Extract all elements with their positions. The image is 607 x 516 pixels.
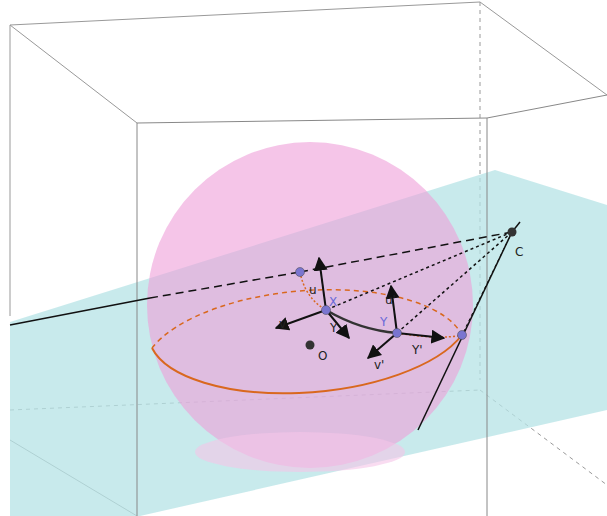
point-label: X	[329, 296, 337, 308]
vector-label: u	[309, 284, 317, 296]
circle-front	[152, 335, 462, 393]
circle-back	[152, 290, 462, 348]
point-label: C	[515, 246, 523, 258]
point-label: O	[318, 350, 327, 362]
vector-label: u'	[385, 294, 396, 306]
vector-label: Y	[330, 322, 337, 334]
point-label: Y	[380, 316, 387, 328]
vectors	[276, 258, 444, 358]
vector-label: Y'	[412, 344, 423, 356]
points	[296, 268, 467, 340]
box-wireframe	[10, 2, 607, 516]
sphere	[147, 142, 473, 468]
vector-label: v'	[374, 359, 384, 371]
vector-label: v	[279, 318, 286, 330]
